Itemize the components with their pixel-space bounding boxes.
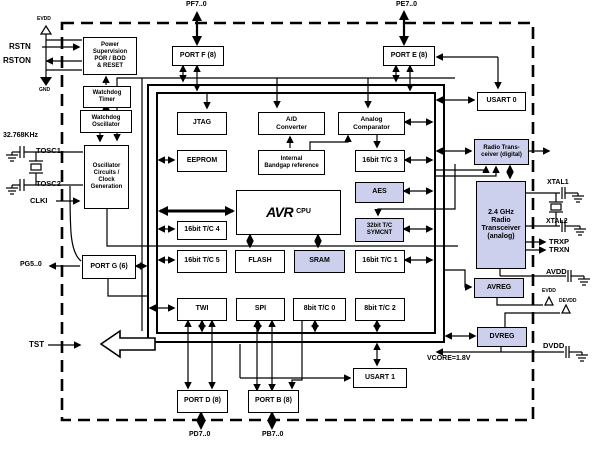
block-port-f: PORT F (8)	[172, 46, 224, 66]
pin-evdd-top: EVDD	[37, 16, 51, 22]
pin-avdd: AVDD	[546, 267, 567, 276]
evdd-right-supply-arrow-icon	[544, 295, 554, 306]
pin-pb: PB7..0	[262, 431, 284, 438]
block-watchdog-oscillator: Watchdog Oscillator	[80, 110, 132, 133]
block-port-b: PORT B (8)	[248, 390, 299, 413]
block-usart0: USART 0	[477, 92, 526, 111]
block-watchdog-timer: Watchdog Timer	[83, 86, 131, 108]
chip-boundary	[60, 21, 535, 422]
block-radio-analog: 2.4 GHz Radio Transceiver (analog)	[476, 181, 526, 269]
devdd-supply-arrow-icon	[561, 303, 571, 314]
block-oscillator: Oscillator Circuits / Clock Generation	[84, 145, 129, 209]
gnd-arrow-icon	[40, 77, 52, 86]
block-flash: FLASH	[235, 250, 285, 273]
block-usart1: USART 1	[353, 368, 407, 388]
avr-logo: AVR	[266, 204, 294, 221]
block-power-supervision: Power Supervision POR / BOD & RESET	[83, 37, 137, 75]
pin-trxp: TRXP	[549, 237, 570, 246]
pin-gnd: GND	[39, 87, 51, 93]
pin-pf: PF7..0	[186, 1, 207, 8]
block-tc2: 8bit T/C 2	[355, 298, 405, 321]
block-port-d: PORT D (8)	[177, 390, 228, 413]
block-dvreg: DVREG	[477, 327, 527, 347]
pin-xtal2: XTAL2	[546, 218, 568, 225]
label-clock-freq: 32.768KHz	[3, 132, 39, 139]
block-spi: SPI	[236, 298, 285, 321]
crystal-icon	[30, 163, 42, 171]
block-eeprom: EEPROM	[177, 150, 227, 172]
block-tc4: 16bit T/C 4	[177, 221, 227, 240]
pin-dvdd: DVDD	[543, 341, 565, 350]
pin-rston: RSTON	[3, 56, 31, 65]
block-radio-digital: Radio Trans- ceiver (digital)	[474, 139, 529, 165]
block-aes: AES	[355, 182, 404, 203]
block-port-g: PORT G (6)	[82, 255, 136, 279]
block-avreg: AVREG	[474, 278, 524, 298]
cpu-label: CPU	[296, 208, 311, 216]
pin-pg: PG5..0	[20, 261, 42, 268]
inner-bus-rect	[156, 92, 436, 334]
block-sram: SRAM	[294, 250, 345, 273]
block-twi: TWI	[177, 298, 227, 321]
data-bus-arrow-icon	[99, 329, 156, 359]
label-vcore: VCORE=1.8V	[427, 355, 471, 362]
block-port-e: PORT E (8)	[383, 46, 435, 66]
block-tc3: 16bit T/C 3	[355, 150, 405, 172]
evdd-supply-arrow-icon	[39, 24, 53, 35]
outer-bus-rect	[147, 84, 445, 343]
block-adc: A/D Converter	[258, 112, 325, 135]
pin-tosc2: TOSC2	[36, 179, 61, 188]
block-analog-comparator: Analog Comparator	[338, 112, 405, 135]
block-bandgap: Internal Bandgap reference	[258, 150, 325, 175]
block-symcnt: 32bit T/C SYMCNT	[355, 218, 404, 242]
pin-pe: PE7..0	[396, 1, 418, 8]
block-avr-cpu: AVR CPU	[236, 190, 341, 235]
pin-tosc1: TOSC1	[36, 146, 61, 155]
pin-pd: PD7..0	[189, 431, 211, 438]
pin-devdd: DEVDD	[559, 298, 577, 304]
crystal-icon	[550, 203, 562, 211]
block-jtag: JTAG	[177, 112, 227, 135]
pin-tst: TST	[29, 340, 45, 349]
pin-xtal1: XTAL1	[547, 179, 569, 186]
block-tc0: 8bit T/C 0	[293, 298, 346, 321]
block-tc1: 16bit T/C 1	[355, 250, 405, 273]
pin-clki: CLKI	[30, 196, 48, 205]
block-tc5: 16bit T/C 5	[177, 250, 227, 273]
pin-evdd-right: EVDD	[542, 288, 556, 294]
pin-trxn: TRXN	[549, 245, 570, 254]
pin-rstn: RSTN	[9, 42, 31, 51]
